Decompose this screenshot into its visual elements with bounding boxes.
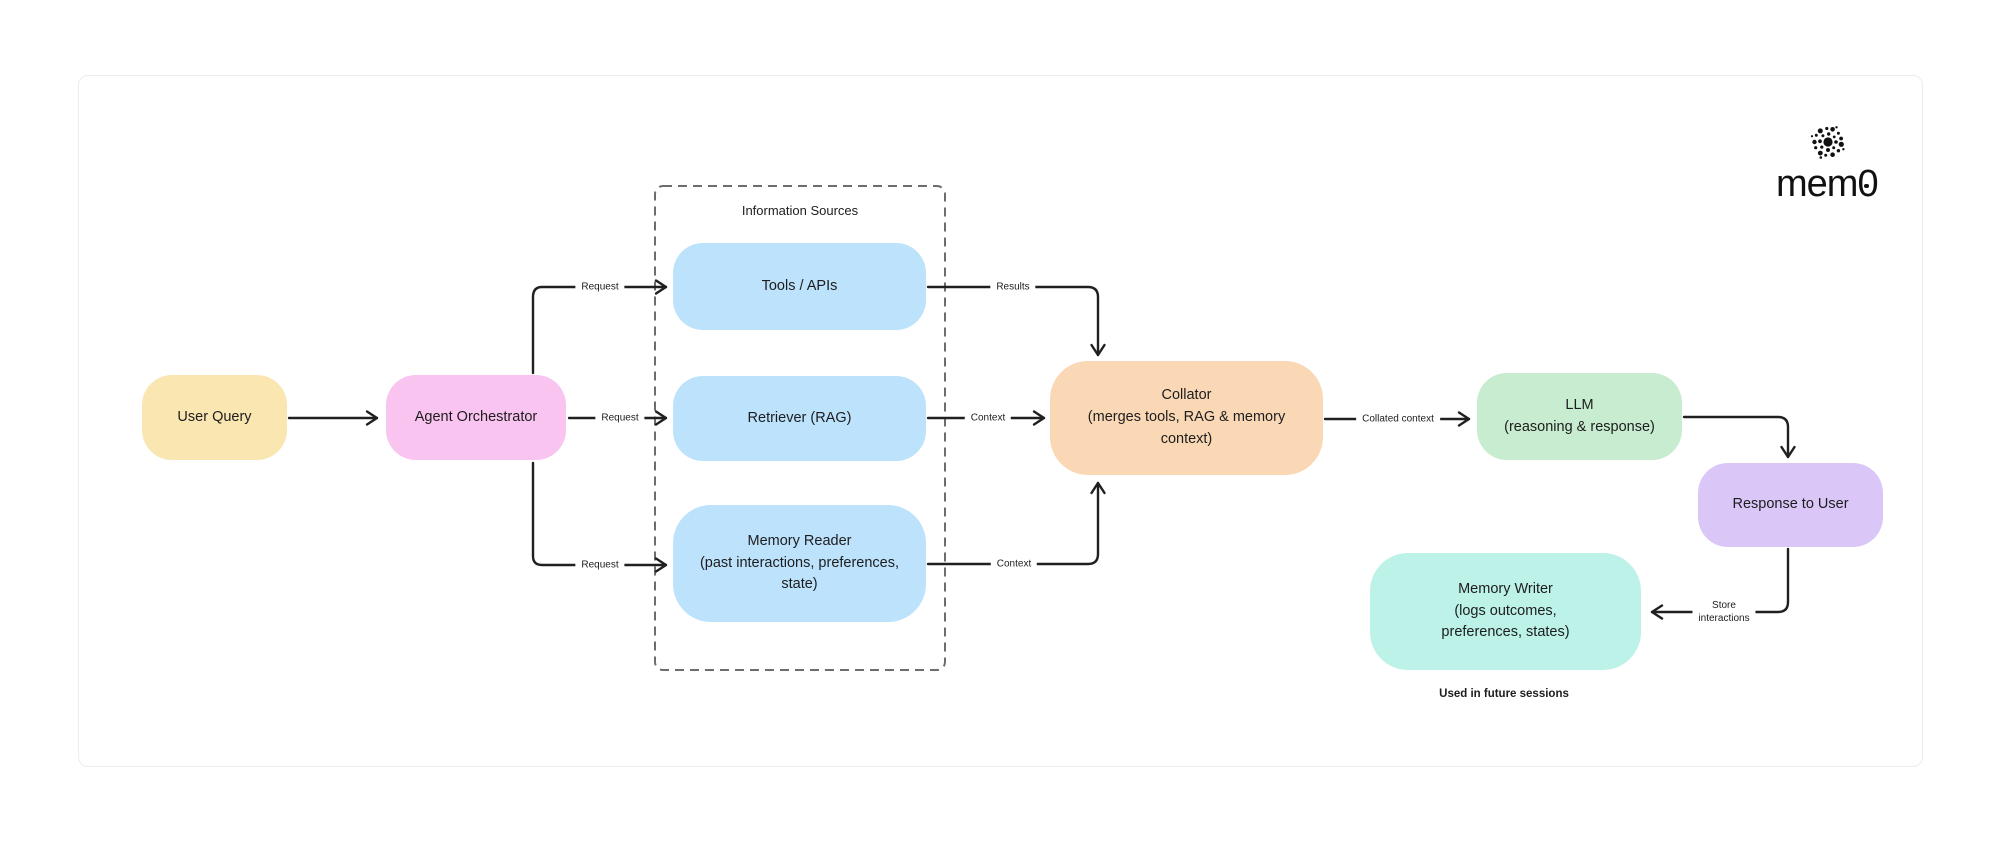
node-retriever-rag: Retriever (RAG) xyxy=(673,376,926,461)
mem0-wordmark: mem0 xyxy=(1776,163,1879,205)
node-memory-writer: Memory Writer (logs outcomes, preference… xyxy=(1370,553,1641,670)
node-agent-orchestrator: Agent Orchestrator xyxy=(386,375,566,460)
edge-label-request-mid: Request xyxy=(595,410,645,426)
edge-label-context-memory: Context xyxy=(990,556,1038,572)
node-user-query: User Query xyxy=(142,375,287,460)
annotation-used-in-future-sessions: Used in future sessions xyxy=(1439,688,1569,700)
mem0-dots-icon xyxy=(1810,126,1845,159)
edge-label-request-bottom: Request xyxy=(575,557,625,573)
edge-label-store-interactions: Store interactions xyxy=(1692,598,1756,626)
node-response-to-user: Response to User xyxy=(1698,463,1883,547)
edge-label-collated-context: Collated context xyxy=(1356,411,1440,427)
edge-label-results: Results xyxy=(990,279,1036,295)
information-sources-title: Information Sources xyxy=(741,203,859,218)
node-llm: LLM (reasoning & response) xyxy=(1477,373,1682,460)
node-collator: Collator (merges tools, RAG & memory con… xyxy=(1050,361,1323,475)
edge-label-context-retriever: Context xyxy=(964,410,1012,426)
node-tools-apis: Tools / APIs xyxy=(673,243,926,330)
node-memory-reader: Memory Reader (past interactions, prefer… xyxy=(673,505,926,622)
edge-label-request-top: Request xyxy=(575,279,625,295)
